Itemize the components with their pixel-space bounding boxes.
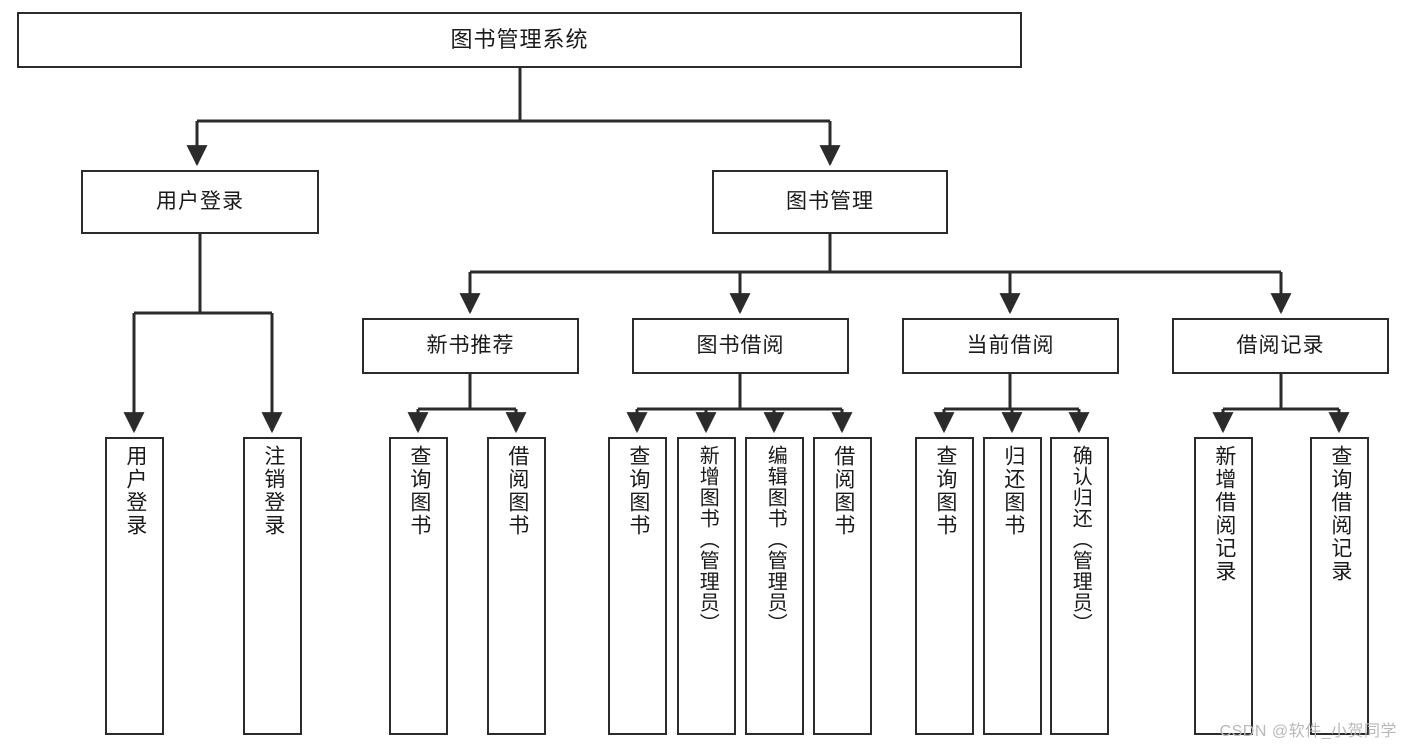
node-leaf-nbr-query-books-label: 查询图书 — [407, 445, 431, 537]
node-leaf-bb-query-books[interactable]: 查询图书 — [608, 437, 667, 735]
node-leaf-bb-add-book-admin-label: 新增图书（管理员） — [696, 445, 719, 634]
node-leaf-cb-return-books-label: 归还图书 — [1001, 445, 1025, 537]
node-leaf-br-add-record[interactable]: 新增借阅记录 — [1194, 437, 1253, 735]
node-leaf-nbr-borrow-books[interactable]: 借阅图书 — [487, 437, 546, 735]
node-leaf-user-login[interactable]: 用户登录 — [105, 437, 164, 735]
node-level3-current-borrow[interactable]: 当前借阅 — [902, 318, 1119, 374]
node-leaf-br-add-record-label: 新增借阅记录 — [1212, 445, 1236, 583]
node-root[interactable]: 图书管理系统 — [17, 12, 1022, 68]
node-leaf-nbr-query-books[interactable]: 查询图书 — [389, 437, 448, 735]
node-leaf-bb-edit-book-admin[interactable]: 编辑图书（管理员） — [745, 437, 804, 735]
node-level2-user-login-label: 用户登录 — [156, 189, 244, 213]
node-leaf-logout[interactable]: 注销登录 — [243, 437, 302, 735]
node-leaf-cb-return-books[interactable]: 归还图书 — [983, 437, 1042, 735]
node-leaf-nbr-borrow-books-label: 借阅图书 — [505, 445, 529, 537]
node-leaf-br-query-record[interactable]: 查询借阅记录 — [1310, 437, 1369, 735]
node-leaf-bb-add-book-admin[interactable]: 新增图书（管理员） — [677, 437, 736, 735]
node-leaf-logout-label: 注销登录 — [261, 445, 285, 537]
node-leaf-bb-borrow-books[interactable]: 借阅图书 — [813, 437, 872, 735]
node-leaf-bb-query-books-label: 查询图书 — [626, 445, 650, 537]
watermark: CSDN @软件_小贺同学 — [1219, 723, 1397, 740]
node-leaf-br-query-record-label: 查询借阅记录 — [1328, 445, 1352, 583]
node-level3-new-book-recommend-label: 新书推荐 — [426, 333, 515, 357]
node-level3-book-borrow-label: 图书借阅 — [696, 333, 785, 357]
node-leaf-bb-borrow-books-label: 借阅图书 — [831, 445, 855, 537]
node-level3-borrow-record-label: 借阅记录 — [1236, 333, 1325, 357]
node-leaf-cb-query-books[interactable]: 查询图书 — [915, 437, 974, 735]
node-leaf-cb-query-books-label: 查询图书 — [933, 445, 957, 537]
node-level2-user-login[interactable]: 用户登录 — [81, 170, 319, 234]
node-level3-new-book-recommend[interactable]: 新书推荐 — [362, 318, 579, 374]
node-leaf-cb-confirm-return-admin[interactable]: 确认归还（管理员） — [1050, 437, 1109, 735]
node-leaf-cb-confirm-return-admin-label: 确认归还（管理员） — [1069, 445, 1092, 634]
node-level3-current-borrow-label: 当前借阅 — [966, 333, 1055, 357]
node-leaf-user-login-label: 用户登录 — [123, 445, 147, 537]
node-level3-borrow-record[interactable]: 借阅记录 — [1172, 318, 1389, 374]
node-level3-book-borrow[interactable]: 图书借阅 — [632, 318, 849, 374]
node-leaf-bb-edit-book-admin-label: 编辑图书（管理员） — [764, 445, 787, 634]
node-level2-book-management[interactable]: 图书管理 — [712, 170, 948, 234]
node-level2-book-management-label: 图书管理 — [786, 189, 874, 213]
node-root-label: 图书管理系统 — [450, 27, 589, 53]
